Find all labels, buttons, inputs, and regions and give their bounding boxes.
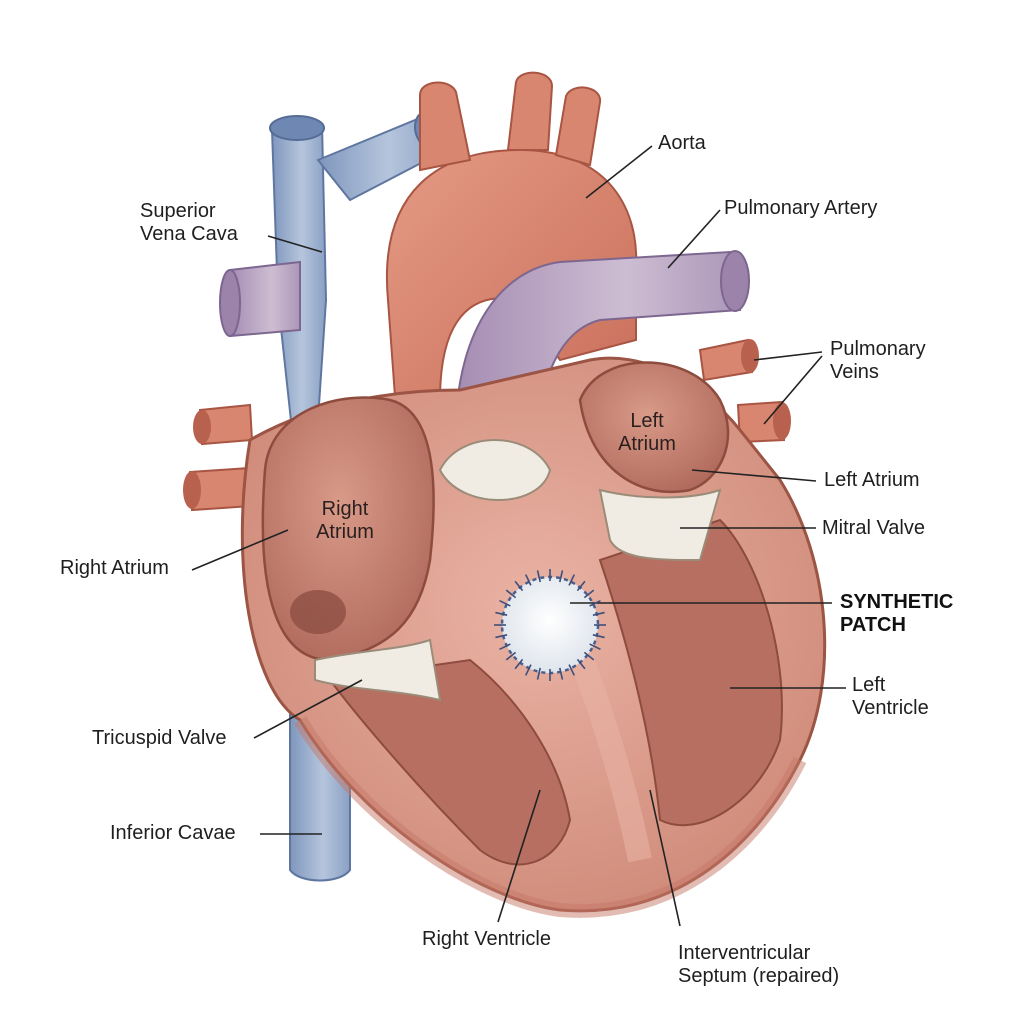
suture-stitch: [576, 580, 586, 592]
suture-stitch: [514, 658, 524, 670]
suture-stitch: [505, 651, 517, 661]
suture-stitch: [499, 643, 511, 651]
inner-label-right-atrium: Right Atrium: [316, 498, 374, 543]
suture-stitch: [536, 570, 541, 583]
label-right-ventricle: Right Ventricle: [422, 928, 551, 950]
label-left-ventricle: Left Ventricle: [852, 674, 929, 719]
vena-cava: [269, 109, 451, 882]
label-aorta: Aorta: [658, 132, 706, 154]
suture-stitch: [589, 599, 601, 607]
leader-interventricular-septum: [649, 789, 681, 927]
suture-stitch: [583, 589, 595, 599]
leader-aorta: [585, 145, 653, 199]
suture-stitch: [514, 580, 524, 592]
label-inferior-cavae: Inferior Cavae: [110, 822, 236, 844]
leader-tricuspid-valve: [253, 679, 363, 739]
inner-label-left-atrium: Left Atrium: [618, 410, 676, 455]
leader-right-atrium: [191, 529, 289, 571]
patch-sutures: [494, 569, 606, 681]
suture-stitch: [583, 651, 595, 661]
ventricles: [328, 518, 783, 866]
leader-lines: [191, 145, 846, 927]
suture-stitch: [505, 589, 517, 599]
suture-stitch: [576, 658, 586, 670]
leader-pulmonary-veins-2: [763, 355, 823, 425]
suture-stitch: [495, 611, 508, 616]
suture-stitch: [592, 611, 605, 616]
label-right-atrium: Right Atrium: [60, 557, 169, 579]
pulmonary-veins: [183, 338, 791, 512]
suture-stitch: [495, 634, 508, 639]
label-left-atrium: Left Atrium: [824, 469, 920, 491]
suture-stitch: [524, 574, 532, 586]
leader-right-ventricle: [497, 789, 541, 923]
valves: [314, 439, 722, 702]
label-interventricular-septum: Interventricular Septum (repaired): [678, 942, 840, 987]
leader-left-atrium: [691, 469, 817, 482]
suture-stitch: [568, 664, 576, 676]
label-tricuspid-valve: Tricuspid Valve: [92, 727, 227, 749]
suture-stitch: [524, 664, 532, 676]
label-mitral-valve: Mitral Valve: [822, 517, 925, 539]
leader-pulmonary-veins-1: [753, 351, 823, 361]
suture-stitch: [536, 667, 541, 680]
suture-stitch: [568, 574, 576, 586]
leader-pulmonary-artery: [667, 209, 721, 269]
suture-stitch: [559, 570, 564, 583]
label-synthetic-patch: SYNTHETIC PATCH: [840, 591, 954, 636]
right-atrium-chamber: [261, 396, 435, 662]
left-atrium-chamber: [578, 361, 730, 494]
suture-stitch: [559, 667, 564, 680]
label-pulmonary-artery: Pulmonary Artery: [724, 197, 878, 219]
suture-stitch: [589, 643, 601, 651]
suture-stitch: [592, 634, 605, 639]
label-superior-vena-cava: Superior Vena Cava: [140, 200, 238, 245]
suture-stitch: [499, 599, 511, 607]
leader-superior-vena-cava: [267, 235, 323, 253]
synthetic-patch: [500, 575, 600, 675]
label-pulmonary-veins: Pulmonary Veins: [830, 338, 926, 383]
aorta: [385, 71, 638, 412]
